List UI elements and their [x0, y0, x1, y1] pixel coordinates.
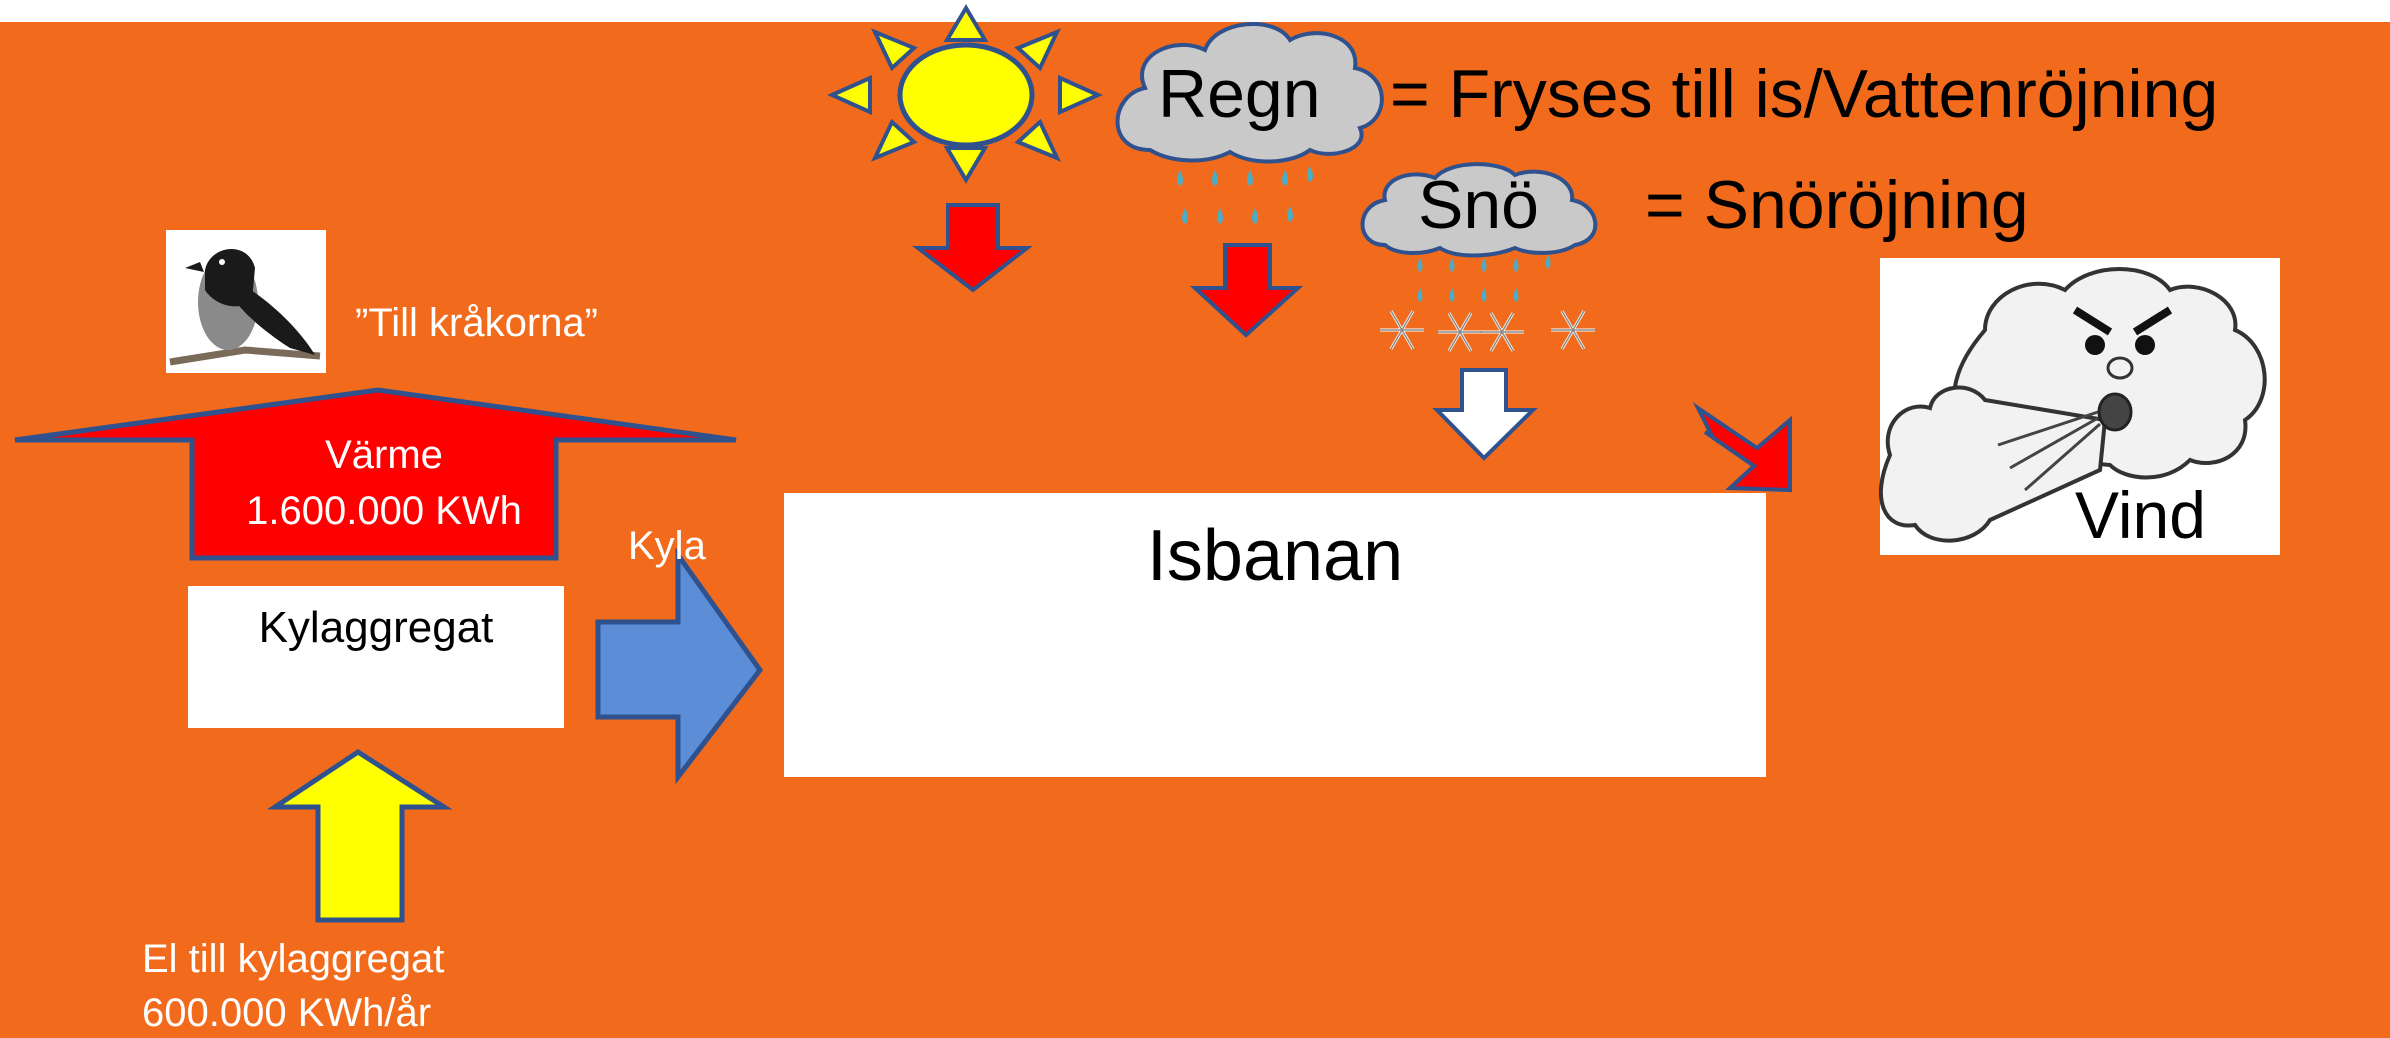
- snow-arrow: [1432, 368, 1538, 461]
- wind-label: Vind: [2075, 478, 2206, 552]
- chiller-box: [188, 586, 564, 728]
- sun-icon: [827, 4, 1103, 184]
- crow-caption: ”Till kråkorna”: [355, 301, 598, 345]
- wind-face-cloud-icon: [1879, 258, 2280, 555]
- snow-effect: = Snöröjning: [1645, 167, 2029, 243]
- electricity-label: El till kylaggregat: [142, 937, 445, 981]
- rain-effect: = Fryses till is/Vattenröjning: [1390, 56, 2219, 132]
- snow-cloud-icon: [1360, 162, 1598, 352]
- rain-cloud-icon: [1115, 22, 1384, 224]
- chiller-label: Kylaggregat: [258, 603, 494, 652]
- cooling-label: Kyla: [628, 524, 706, 568]
- electricity-amount: 600.000 KWh/år: [142, 991, 432, 1035]
- rain-arrow: [1189, 243, 1304, 338]
- heat-amount: 1.600.000 KWh: [246, 489, 522, 533]
- ice-rink-box: [784, 493, 1766, 777]
- sun-arrow: [912, 203, 1033, 293]
- heat-label: Värme: [325, 433, 443, 477]
- crow-photo: [166, 230, 326, 373]
- wind-arrow: [1692, 402, 1792, 493]
- cooling-arrow: [595, 547, 764, 785]
- electricity-arrow: [266, 749, 453, 923]
- rain-label: Regn: [1158, 56, 1321, 132]
- heat-arrow: [14, 387, 737, 561]
- ice-rink-label: Isbanan: [1146, 516, 1404, 596]
- snow-label: Snö: [1418, 167, 1539, 243]
